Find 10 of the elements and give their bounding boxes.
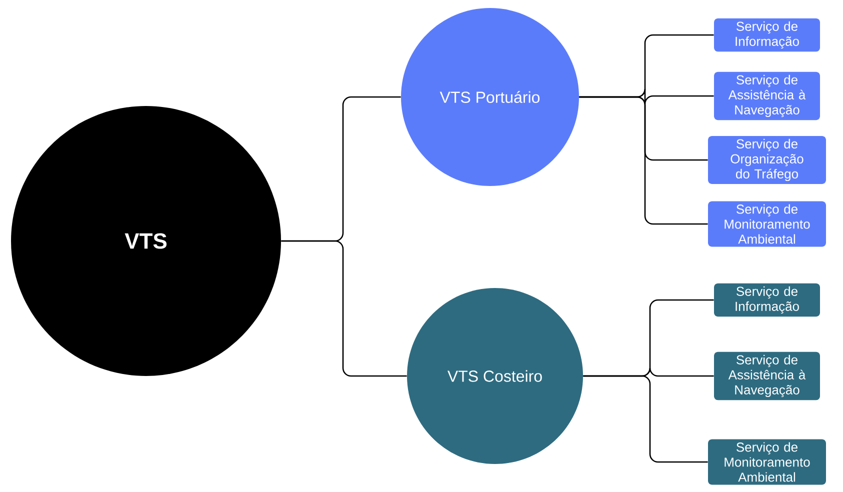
service-box: Serviço de Assistência à Navegação <box>714 352 820 400</box>
connector <box>281 240 407 377</box>
service-box: Serviço de Organização do Tráfego <box>708 136 826 184</box>
service-box: Serviço de Informação <box>714 18 820 52</box>
service-box: Serviço de Monitoramento Ambiental <box>708 201 826 247</box>
connector <box>583 375 708 463</box>
service-box: Serviço de Assistência à Navegação <box>714 72 820 120</box>
service-box: Serviço de Informação <box>714 283 820 317</box>
service-box: Serviço de Monitoramento Ambiental <box>708 439 826 485</box>
connector <box>579 96 708 225</box>
